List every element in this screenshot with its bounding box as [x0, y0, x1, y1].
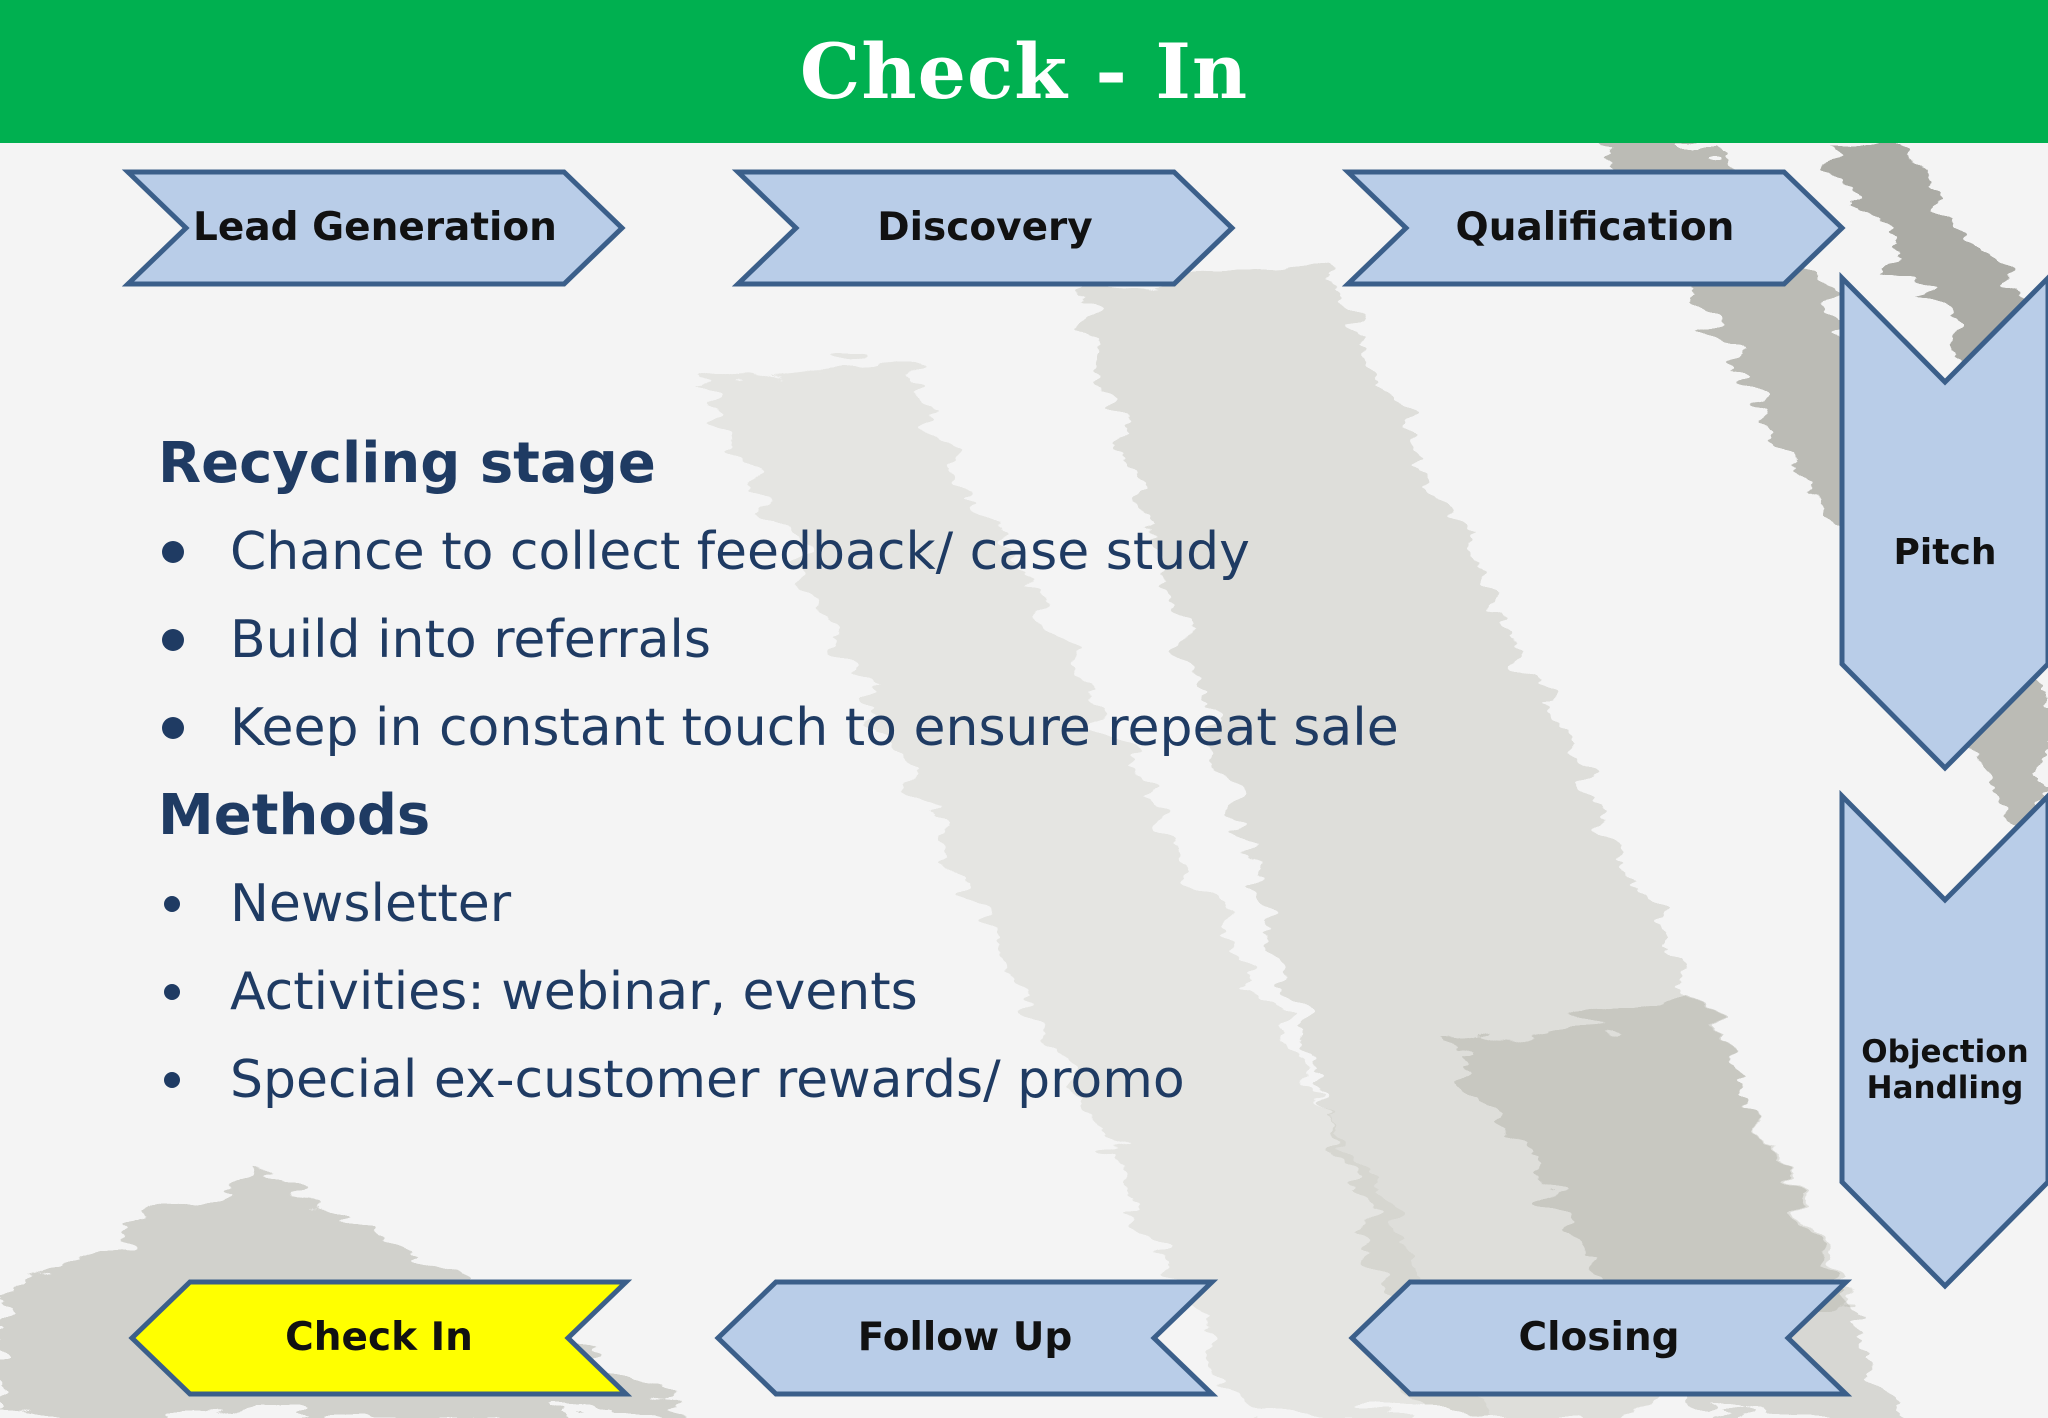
title-bar: Check - In	[0, 0, 2048, 143]
flow-step-lead-generation: Lead Generation	[193, 204, 557, 250]
bullet-icon	[164, 984, 180, 1000]
flow-step-qualification: Qualification	[1455, 204, 1735, 250]
list-item-text: Chance to collect feedback/ case study	[230, 522, 1250, 582]
slide-title: Check - In	[799, 27, 1249, 116]
recycling-stage-list: Chance to collect feedback/ case study B…	[158, 508, 1399, 772]
bullet-icon	[162, 541, 184, 563]
flow-step-discovery: Discovery	[877, 204, 1093, 250]
flow-step-check-in-shape	[128, 1279, 633, 1397]
bullet-icon	[164, 1072, 180, 1088]
list-item: Newsletter	[158, 860, 1398, 948]
list-item: Activities: webinar, events	[158, 948, 1398, 1036]
flow-step-lead-generation-shape	[121, 169, 626, 287]
flow-step-follow-up: Follow Up	[857, 1314, 1073, 1360]
list-item-text: Special ex-customer rewards/ promo	[230, 1050, 1185, 1110]
list-item-text: Newsletter	[230, 874, 512, 934]
bullet-icon	[162, 629, 184, 651]
list-item: Chance to collect feedback/ case study	[158, 508, 1398, 596]
list-item: Special ex-customer rewards/ promo	[158, 1036, 1398, 1124]
bullet-icon	[162, 717, 184, 739]
recycling-stage-heading: Recycling stage	[158, 431, 656, 496]
content-area: Recycling stage Chance to collect feedba…	[158, 420, 1399, 1124]
flow-step-objection-handling-shape	[1839, 789, 2048, 1290]
flow-step-closing: Closing	[1518, 1314, 1680, 1360]
flow-step-follow-up-shape	[714, 1279, 1219, 1397]
flow-step-closing-shape	[1348, 1279, 1853, 1397]
list-item-text: Activities: webinar, events	[230, 962, 918, 1022]
flow-step-qualification-shape	[1341, 169, 1846, 287]
bullet-icon	[164, 896, 180, 912]
flow-step-pitch-shape	[1839, 271, 2048, 772]
list-item: Keep in constant touch to ensure repeat …	[158, 684, 1399, 772]
flow-step-pitch: Pitch	[1893, 532, 1997, 574]
flow-step-discovery-shape	[731, 169, 1236, 287]
list-item-text: Keep in constant touch to ensure repeat …	[230, 698, 1399, 758]
flow-step-check-in: Check In	[285, 1314, 473, 1360]
list-item: Build into referrals	[158, 596, 1398, 684]
methods-list: Newsletter Activities: webinar, events S…	[158, 860, 1398, 1124]
flow-step-objection-handling: Objection Handling	[1861, 1034, 2029, 1106]
methods-heading: Methods	[158, 783, 431, 848]
list-item-text: Build into referrals	[230, 610, 711, 670]
